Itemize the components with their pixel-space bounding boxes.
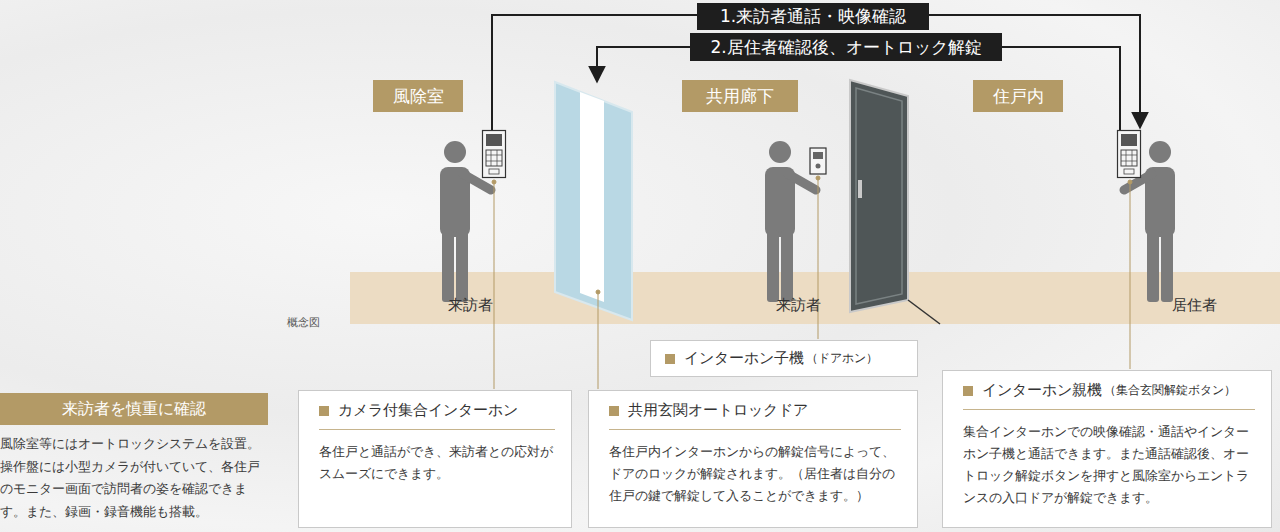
door-phone — [813, 152, 823, 159]
floor-label: 来訪者 — [776, 296, 821, 315]
title-text: カメラ付集合インターホン — [338, 401, 518, 420]
door-handle — [858, 180, 862, 198]
title-text: インターホン子機 — [684, 349, 804, 368]
leader-dot — [492, 180, 496, 184]
area-label: 風除室 — [393, 85, 444, 108]
callout-box: 共用玄関オートロックドア各住戸内インターホンからの解錠信号によって、ドアのロック… — [588, 390, 918, 528]
leader-dot — [596, 290, 600, 294]
body-text: 各住戸内インターホンからの解錠信号によって、ドアのロックが解錠されます。（居住者… — [609, 441, 901, 507]
tag-box: 住戸内 — [973, 80, 1063, 112]
visitor-figure — [765, 141, 816, 302]
door-swing — [908, 300, 940, 324]
floor-label: 来訪者 — [448, 296, 493, 315]
leader-dot — [1128, 180, 1132, 184]
leader-line — [818, 178, 819, 339]
floor-label: 居住者 — [1172, 296, 1217, 315]
heading-text: 来訪者を慎重に確認 — [62, 399, 206, 420]
title-rule — [609, 429, 901, 430]
callout-title: 共用玄関オートロックドア — [609, 401, 901, 420]
step-label: 1.来訪者通話・映像確認 — [720, 5, 906, 28]
floor-label: 概念図 — [287, 315, 320, 330]
bar-box: 2.居住者確認後、オートロック解錠 — [690, 33, 1002, 61]
body-text: 集合インターホンでの映像確認・通話やインターホン子機と通話できます。また通話確認… — [963, 421, 1255, 509]
callout-title: カメラ付集合インターホン — [319, 401, 555, 420]
tag-box: 共用廊下 — [682, 80, 798, 112]
dwelling-door — [850, 80, 908, 312]
master-intercom — [1118, 131, 1141, 178]
heading-band: 来訪者を慎重に確認 — [0, 393, 268, 425]
title-note: （集合玄関解錠ボタン） — [1104, 383, 1236, 398]
bullet-square — [963, 386, 973, 396]
callout-box: インターホン子機（ドアホン） — [650, 340, 918, 377]
title-rule — [319, 429, 555, 430]
bullet-square — [609, 406, 619, 416]
floor-band — [350, 272, 1280, 324]
bullet-square — [319, 406, 329, 416]
step-label: 2.居住者確認後、オートロック解錠 — [710, 36, 981, 59]
door-phone — [810, 148, 826, 174]
area-label: 共用廊下 — [706, 85, 774, 108]
bar-box: 1.来訪者通話・映像確認 — [697, 3, 929, 30]
leader-line — [598, 292, 599, 389]
camera-intercom — [483, 131, 506, 178]
title-text: 共用玄関オートロックドア — [628, 401, 808, 420]
door-phone — [816, 164, 821, 169]
callout-box: インターホン親機（集合玄関解錠ボタン） 集合インターホンでの映像確認・通話やインタ… — [942, 370, 1272, 528]
title-rule — [963, 409, 1255, 410]
glass-door — [580, 92, 604, 302]
leader-line — [494, 182, 495, 389]
title-note: （ドアホン） — [806, 351, 878, 366]
glass-door — [555, 82, 632, 320]
bullet-square — [665, 354, 675, 364]
body-text: 各住戸と通話ができ、来訪者との応対がスムーズにできます。 — [319, 441, 555, 485]
callout-title: インターホン子機（ドアホン） — [665, 349, 903, 368]
leader-line — [1130, 182, 1131, 369]
leader-dot — [816, 176, 820, 180]
title-text: インターホン親機 — [982, 381, 1102, 400]
tag-box: 風除室 — [373, 80, 463, 112]
body-text: 風除室等にはオートロックシステムを設置。操作盤には小型カメラが付いていて、各住戸… — [0, 425, 268, 523]
area-label: 住戸内 — [993, 85, 1044, 108]
callout-title: インターホン親機（集合玄関解錠ボタン） — [963, 381, 1255, 400]
callout-box: カメラ付集合インターホン各住戸と通話ができ、来訪者との応対がスムーズにできます。 — [298, 390, 572, 528]
dwelling-door — [856, 88, 902, 304]
header-box: 来訪者を慎重に確認風除室等にはオートロックシステムを設置。操作盤には小型カメラが… — [0, 393, 268, 523]
